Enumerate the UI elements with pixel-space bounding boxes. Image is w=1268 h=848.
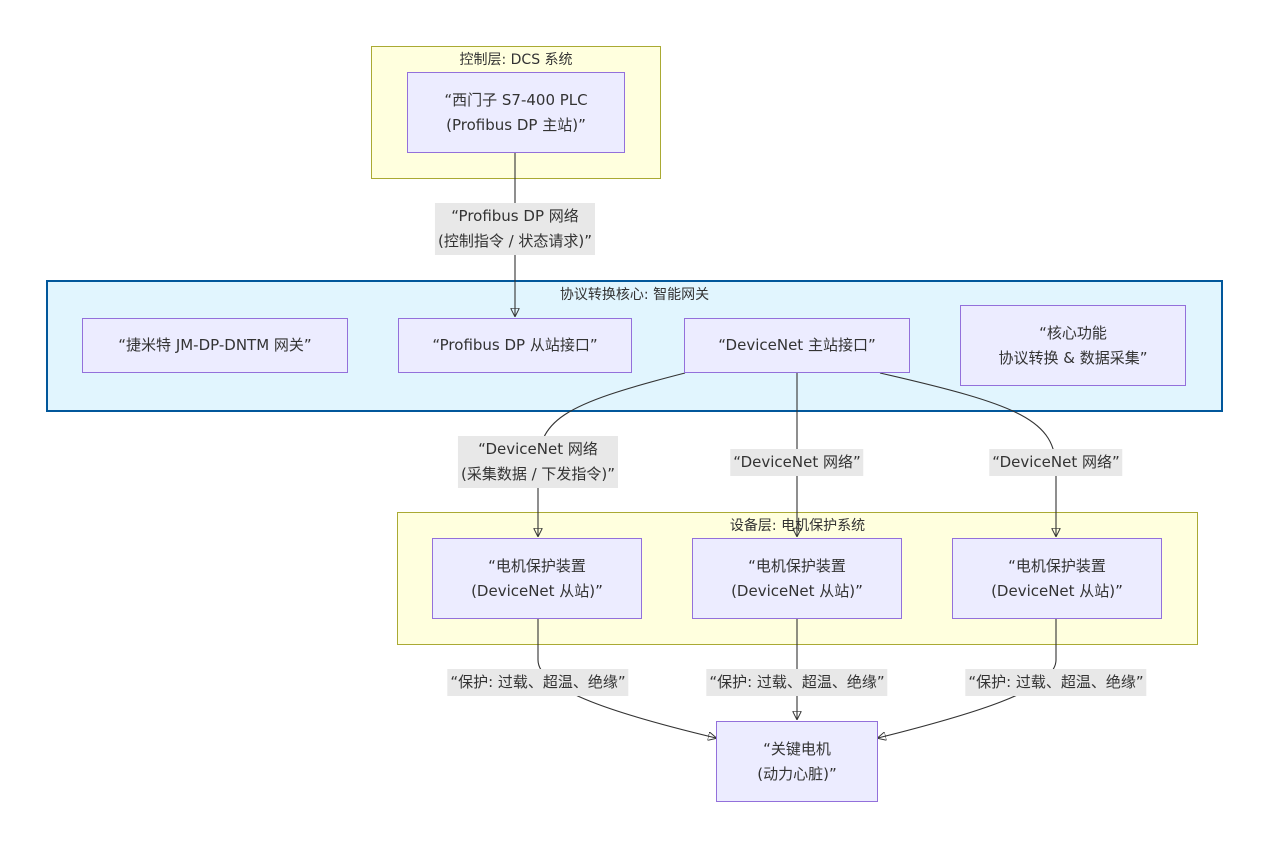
edge-label-protection-3: “保护: 过载、超温、绝缘” xyxy=(965,669,1147,696)
edge-motor-1-to-key-motor xyxy=(537,619,716,738)
motor-protection-device-2: “电机保护装置 (DeviceNet 从站)” xyxy=(692,538,902,619)
edge-label-devicenet-3: “DeviceNet 网络” xyxy=(989,449,1123,476)
gateway-cluster-title: 协议转换核心: 智能网关 xyxy=(559,287,710,303)
edge-motor-3-to-key-motor xyxy=(878,619,1057,738)
profibus-slave-interface-node: “Profibus DP 从站接口” xyxy=(398,318,632,373)
edge-label-devicenet-2: “DeviceNet 网络” xyxy=(730,449,864,476)
edge-label-protection-2: “保护: 过载、超温、绝缘” xyxy=(706,669,888,696)
edge-label-protection-1: “保护: 过载、超温、绝缘” xyxy=(447,669,629,696)
plc-node: “西门子 S7-400 PLC (Profibus DP 主站)” xyxy=(407,72,625,153)
edge-label-devicenet-1: “DeviceNet 网络 (采集数据 / 下发指令)” xyxy=(457,436,619,488)
key-motor-node: “关键电机 (动力心脏)” xyxy=(716,721,878,802)
edge-label-profibus-network: “Profibus DP 网络 (控制指令 / 状态请求)” xyxy=(434,203,596,255)
dcs-cluster-title: 控制层: DCS 系统 xyxy=(459,52,573,68)
motor-protection-device-1: “电机保护装置 (DeviceNet 从站)” xyxy=(432,538,642,619)
motor-protection-device-3: “电机保护装置 (DeviceNet 从站)” xyxy=(952,538,1162,619)
core-function-node: “核心功能 协议转换 & 数据采集” xyxy=(960,305,1186,386)
gateway-model-node: “捷米特 JM-DP-DNTM 网关” xyxy=(82,318,348,373)
devicenet-master-interface-node: “DeviceNet 主站接口” xyxy=(684,318,910,373)
